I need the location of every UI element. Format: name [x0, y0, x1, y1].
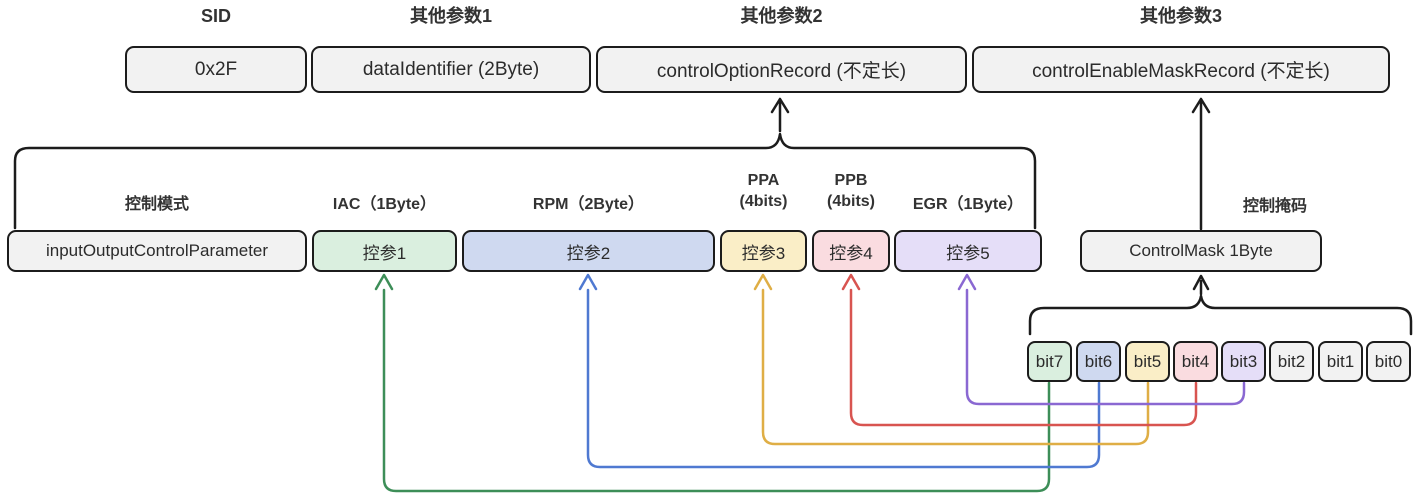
box-input-output-control-parameter: inputOutputControlParameter [7, 230, 307, 272]
box-sid: 0x2F [125, 46, 307, 93]
label-ppa: PPA (4bits) [712, 170, 815, 212]
label-egr: EGR（1Byte） [912, 196, 1024, 213]
label-other-param-1: 其他参数1 [409, 6, 492, 26]
box-bit0: bit0 [1366, 341, 1411, 382]
box-bit6: bit6 [1076, 341, 1121, 382]
label-control-mode: 控制模式 [124, 196, 189, 213]
mask-to-enable-arrow [1191, 97, 1211, 231]
label-ppa-line2: (4bits) [739, 193, 788, 210]
connector-arrowhead [374, 273, 394, 291]
connector-bit7-to-param1 [374, 273, 1051, 493]
box-param4: 控参4 [812, 230, 890, 272]
box-bit2: bit2 [1269, 341, 1314, 382]
label-ppb-line1: PPB [834, 172, 868, 189]
label-sid: SID [200, 6, 231, 26]
label-ppb: PPB (4bits) [804, 170, 898, 212]
box-data-identifier: dataIdentifier (2Byte) [311, 46, 591, 93]
box-bit1: bit1 [1318, 341, 1363, 382]
box-control-enable-mask-record: controlEnableMaskRecord (不定长) [972, 46, 1390, 93]
connector-arrowhead [578, 273, 598, 291]
box-bit7: bit7 [1027, 341, 1072, 382]
params-bracket-arrow [770, 97, 790, 133]
box-bit4: bit4 [1173, 341, 1218, 382]
connector-arrowhead [753, 273, 773, 291]
box-bit5: bit5 [1125, 341, 1170, 382]
label-ppb-line2: (4bits) [827, 193, 875, 210]
connector-line [382, 288, 1051, 493]
bits-bracket [1028, 294, 1413, 336]
label-other-param-3: 其他参数3 [1139, 6, 1222, 26]
box-param3: 控参3 [720, 230, 807, 272]
box-control-option-record: controlOptionRecord (不定长) [596, 46, 967, 93]
box-control-mask: ControlMask 1Byte [1080, 230, 1322, 272]
box-param1: 控参1 [312, 230, 457, 272]
box-bit3: bit3 [1221, 341, 1266, 382]
label-other-param-2: 其他参数2 [740, 6, 823, 26]
box-param5: 控参5 [894, 230, 1042, 272]
label-iac: IAC（1Byte） [332, 196, 437, 213]
bits-bracket-arrow [1192, 274, 1210, 296]
label-rpm: RPM（2Byte） [532, 196, 645, 213]
connector-arrowhead [841, 273, 861, 291]
label-control-mask: 控制掩码 [1242, 198, 1307, 215]
label-ppa-line1: PPA [747, 172, 780, 189]
connector-line [586, 288, 1101, 469]
connector-bit6-to-param2 [578, 273, 1101, 469]
connector-bit3-to-param5 [957, 273, 1246, 406]
box-param2: 控参2 [462, 230, 715, 272]
connector-arrowhead [957, 273, 977, 291]
